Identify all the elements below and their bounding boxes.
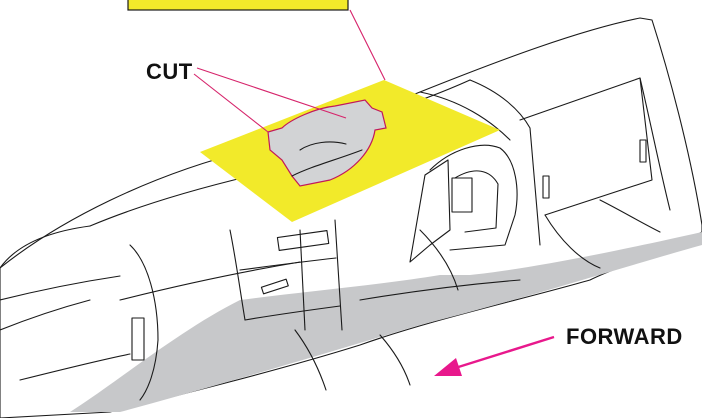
- top-label-box: [127, 0, 349, 11]
- cut-outline: [267, 99, 387, 187]
- forward-arrow: [434, 335, 555, 376]
- cut-inner-detail: [291, 141, 363, 177]
- forward-label: FORWARD: [566, 324, 683, 349]
- leader-cut-upper: [196, 67, 347, 119]
- cut-label: CUT: [146, 59, 193, 84]
- fuselage-underside: [70, 232, 702, 412]
- leader-lines: [193, 9, 386, 133]
- leader-top-to-sheet: [349, 9, 386, 81]
- fuselage: [0, 17, 702, 418]
- fuselage-body: [0, 17, 702, 418]
- canopy-frame: [409, 159, 451, 263]
- forward-arrowhead: [434, 358, 462, 376]
- leader-cut-lower: [193, 73, 269, 133]
- hatches: [131, 139, 647, 361]
